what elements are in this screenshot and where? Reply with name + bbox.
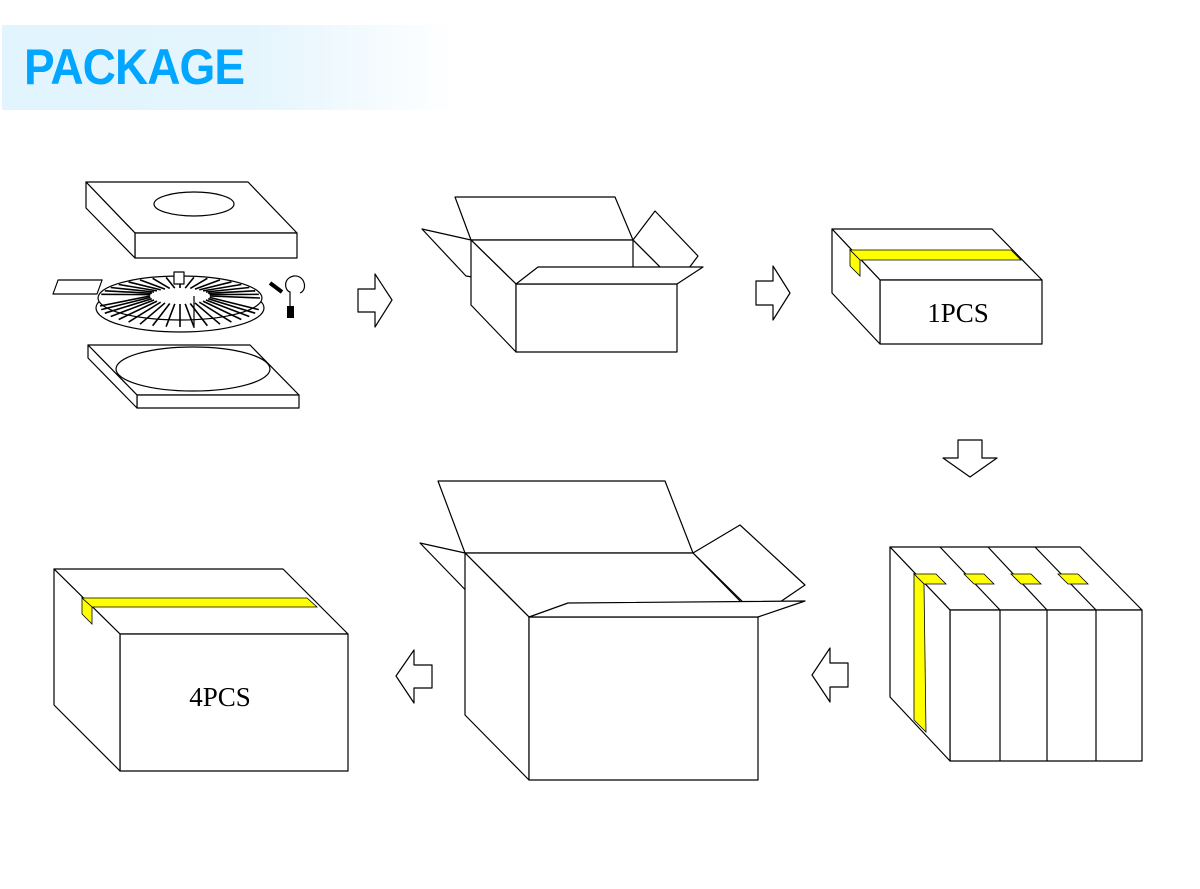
sealed-carton: 4PCS bbox=[53, 568, 349, 772]
open-inner-box bbox=[421, 196, 704, 353]
heatsink-fin bbox=[128, 281, 161, 291]
heatsink-fin bbox=[194, 302, 221, 325]
heatsink-fin bbox=[152, 277, 171, 290]
box-label-4pcs: 4PCS bbox=[189, 682, 251, 712]
heatsink-fin bbox=[165, 276, 176, 289]
heatsink-fin bbox=[101, 296, 151, 311]
heatsink-fin bbox=[184, 276, 195, 289]
heatsink-fin bbox=[205, 286, 250, 293]
header-banner bbox=[2, 25, 457, 110]
heatsink-fin bbox=[104, 297, 153, 314]
heatsink-fin bbox=[189, 303, 208, 327]
heatsink-fin bbox=[110, 299, 155, 318]
heatsink-fin bbox=[139, 302, 166, 325]
bottom-foam bbox=[87, 344, 300, 409]
arrow-left-icon bbox=[811, 647, 849, 703]
heatsink-fin bbox=[198, 301, 232, 323]
arrow-right-icon bbox=[755, 265, 791, 321]
heatsink-fin bbox=[202, 283, 242, 292]
heatsink-fin bbox=[139, 279, 166, 290]
tape bbox=[80, 597, 319, 608]
heatsink-fin bbox=[152, 303, 171, 327]
hook-icon bbox=[268, 275, 306, 318]
heatsink-fin bbox=[209, 295, 261, 299]
top-foam bbox=[85, 181, 298, 259]
single-box: 1PCS bbox=[831, 228, 1043, 345]
heatsink-fin bbox=[207, 297, 256, 314]
arrow-down-icon bbox=[942, 439, 998, 478]
arrow-right-icon bbox=[357, 273, 393, 328]
highbay-light bbox=[52, 271, 265, 333]
page-title: PACKAGE bbox=[24, 39, 245, 95]
box-label-1pcs: 1PCS bbox=[927, 298, 989, 328]
heatsink-fin bbox=[208, 290, 256, 295]
arrow-left-icon bbox=[395, 649, 433, 704]
heatsink-fin bbox=[110, 286, 155, 293]
heatsink-fin bbox=[202, 300, 242, 321]
heatsink-fin bbox=[118, 283, 158, 292]
heatsink-fin bbox=[184, 303, 195, 327]
tape bbox=[849, 249, 1022, 261]
heatsink-fin bbox=[194, 279, 221, 290]
heatsink-fin bbox=[118, 300, 158, 321]
open-carton bbox=[419, 480, 806, 781]
heatsink-fin bbox=[99, 295, 151, 307]
heatsink-fin bbox=[205, 299, 250, 318]
heatsink-fin bbox=[189, 277, 208, 290]
heatsink-fin bbox=[199, 281, 232, 291]
heatsink-fin bbox=[128, 301, 162, 323]
heatsink-fin bbox=[209, 296, 259, 311]
heatsink-fin bbox=[104, 290, 152, 295]
four-box-bundle bbox=[889, 546, 1143, 762]
heatsink-fin bbox=[165, 303, 176, 327]
